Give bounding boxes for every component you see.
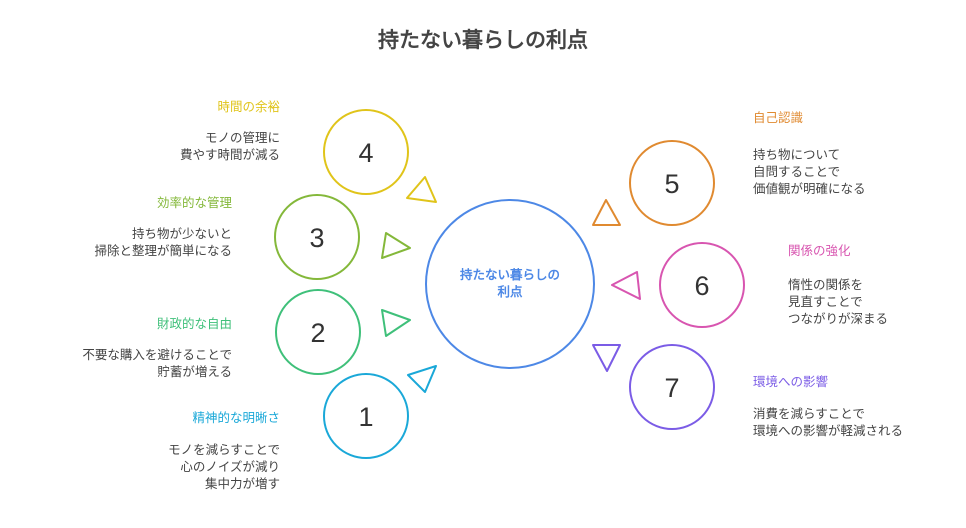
heading-5: 自己認識 [753,110,804,125]
arrow-triangle-5 [592,199,621,226]
arrow-triangle-6 [611,271,641,300]
node-circle-7 [629,344,715,430]
desc-2: 不要な購入を避けることで 貯蓄が増える [82,347,232,379]
node-1: 1 [323,365,437,459]
desc-3: 持ち物が少ないと 掃除と整理が簡単になる [94,226,232,258]
desc-1: モノを減らすことで 心のノイズが減り 集中力が増す [168,442,280,491]
heading-4: 時間の余裕 [217,99,280,114]
heading-1: 精神的な明晰さ [192,410,280,425]
node-number-2: 2 [310,318,325,348]
node-number-4: 4 [358,138,373,168]
center-label: 持たない暮らしの 利点 [430,266,590,300]
node-7: 7 [592,344,715,430]
node-4: 4 [323,109,437,203]
heading-2: 財政的な自由 [156,316,232,331]
node-6: 6 [611,242,745,328]
heading-6: 関係の強化 [788,243,851,258]
node-2: 2 [275,289,411,375]
heading-3: 効率的な管理 [156,195,232,210]
arrow-triangle-3 [381,232,411,259]
heading-7: 環境への影響 [753,374,829,389]
center-circle [425,199,595,369]
center-label-line2: 利点 [497,284,523,299]
node-5: 5 [592,140,715,226]
desc-7: 消費を減らすことで 環境への影響が軽減される [753,406,904,438]
node-number-7: 7 [664,373,679,403]
node-circle-6 [659,242,745,328]
node-circle-2 [275,289,361,375]
desc-5: 持ち物について 自問することで 価値観が明確になる [753,147,866,196]
arrow-triangle-7 [592,344,621,372]
center-label-line1: 持たない暮らしの [459,267,560,282]
node-3: 3 [274,194,411,280]
arrow-triangle-4 [406,176,437,203]
desc-4: モノの管理に 費やす時間が減る [179,130,280,162]
node-circle-4 [323,109,409,195]
diagram-title: 持たない暮らしの利点 [378,28,588,52]
node-number-1: 1 [358,402,373,432]
arrow-triangle-2 [381,309,411,337]
desc-6: 惰性の関係を 見直すことで つながりが深まる [788,277,889,326]
node-number-5: 5 [664,169,679,199]
node-circle-1 [323,373,409,459]
arrow-triangle-1 [407,365,437,393]
node-circle-3 [274,194,360,280]
node-number-6: 6 [694,271,709,301]
node-circle-5 [629,140,715,226]
node-number-3: 3 [309,223,324,253]
